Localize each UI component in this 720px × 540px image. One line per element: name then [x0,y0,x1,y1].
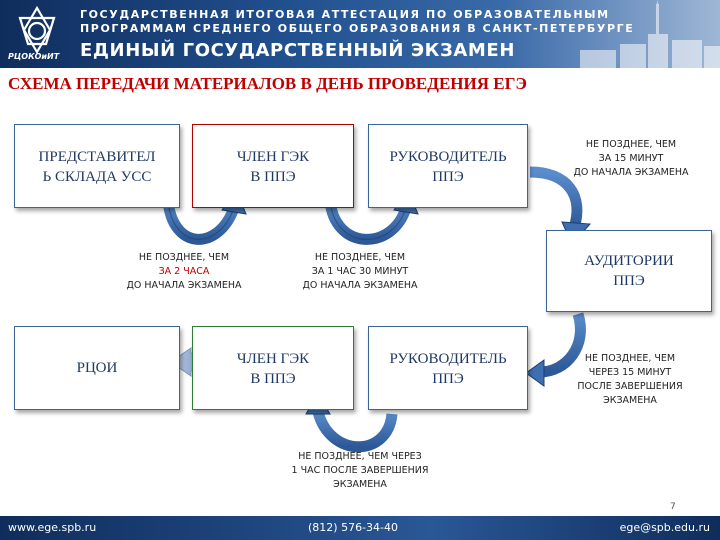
page-number: 7 [670,502,676,512]
footer-bar: www.ege.spb.ru (812) 576-34-40 ege@spb.e… [0,516,720,540]
note-15-minutes-after: НЕ ПОЗДНЕЕ, ЧЕМ ЧЕРЕЗ 15 МИНУТ ПОСЛЕ ЗАВ… [577,353,683,406]
box-label: РУКОВОДИТЕЛЬ ППЭ [389,351,507,387]
footer-phone: (812) 576-34-40 [308,521,399,534]
header-line-1: ГОСУДАРСТВЕННАЯ ИТОГОВАЯ АТТЕСТАЦИЯ ПО О… [80,8,610,21]
logo-caption: РЦОКОиИТ [8,52,60,61]
box-warehouse-representative: ПРЕДСТАВИТЕЛ Ь СКЛАДА УСС [14,124,180,208]
city-skyline-icon [580,0,720,68]
box-label: АУДИТОРИИ ППЭ [584,253,674,289]
box-label: РУКОВОДИТЕЛЬ ППЭ [389,149,507,185]
footer-email-link[interactable]: ege@spb.edu.ru [619,521,710,534]
box-label: ЧЛЕН ГЭК В ППЭ [236,149,310,185]
box-label: ЧЛЕН ГЭК В ППЭ [236,351,310,387]
slide-title: СХЕМА ПЕРЕДАЧИ МАТЕРИАЛОВ В ДЕНЬ ПРОВЕДЕ… [8,74,527,93]
note-line-highlight: ЗА 2 ЧАСА [158,266,210,277]
rcoi-logo-icon [18,5,56,55]
note-2-hours-before: НЕ ПОЗДНЕЕ, ЧЕМ ЗА 2 ЧАСА ДО НАЧАЛА ЭКЗА… [110,251,258,293]
box-gek-member-1: ЧЛЕН ГЭК В ППЭ [192,124,354,208]
header-main-title: ЕДИНЫЙ ГОСУДАРСТВЕННЫЙ ЭКЗАМЕН [80,40,515,61]
footer-website-link[interactable]: www.ege.spb.ru [8,521,97,534]
box-label: РЦОИ [76,360,118,376]
note-1-hour-after: НЕ ПОЗДНЕЕ, ЧЕМ ЧЕРЕЗ 1 ЧАС ПОСЛЕ ЗАВЕРШ… [291,451,429,490]
note-15-minutes-before: НЕ ПОЗДНЕЕ, ЧЕМ ЗА 15 МИНУТ ДО НАЧАЛА ЭК… [573,139,689,178]
note-line: НЕ ПОЗДНЕЕ, ЧЕМ [138,252,230,263]
box-label: ПРЕДСТАВИТЕЛ Ь СКЛАДА УСС [38,149,156,185]
box-ppe-head-2: РУКОВОДИТЕЛЬ ППЭ [368,326,528,410]
box-auditorium: АУДИТОРИИ ППЭ [546,230,712,312]
box-gek-member-2: ЧЛЕН ГЭК В ППЭ [192,326,354,410]
note-line: ДО НАЧАЛА ЭКЗАМЕНА [126,280,242,291]
box-rcoi: РЦОИ [14,326,180,410]
note-90-minutes-before: НЕ ПОЗДНЕЕ, ЧЕМ ЗА 1 ЧАС 30 МИНУТ ДО НАЧ… [302,252,418,291]
header-line-2: ПРОГРАММАМ СРЕДНЕГО ОБЩЕГО ОБРАЗОВАНИЯ В… [80,22,635,35]
header-banner: РЦОКОиИТ ГОСУДАРСТВЕННАЯ ИТОГОВАЯ АТТЕСТ… [0,0,720,68]
box-ppe-head-1: РУКОВОДИТЕЛЬ ППЭ [368,124,528,208]
